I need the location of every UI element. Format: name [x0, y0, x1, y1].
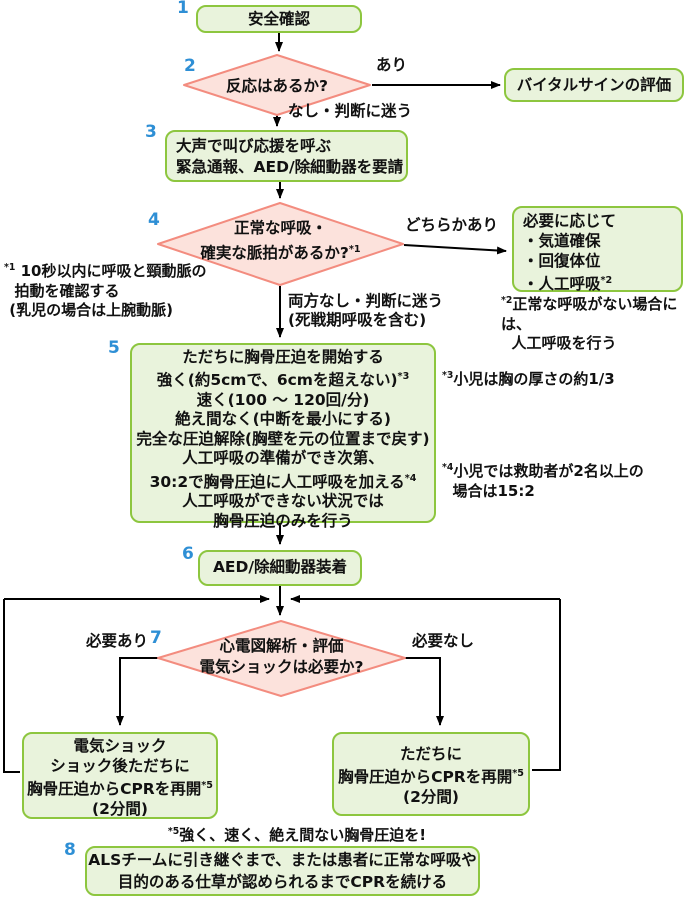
decision-shape-ecg	[157, 620, 406, 697]
step-number-2: 2	[184, 56, 196, 76]
edge-label-both-absent: 両方なし・判断に迷う(死戦期呼吸を含む)	[288, 292, 444, 329]
node-shock-resume-cpr: 電気ショックショック後ただちに胸骨圧迫からCPRを再開*5(2分間)	[22, 732, 218, 819]
footnote-5: *5強く、速く、絶え間ない胸骨圧迫を!	[167, 826, 427, 844]
line-loop-right	[532, 599, 561, 771]
node-aed-attach: AED/除細動器装着	[198, 550, 362, 586]
step-number-5: 5	[108, 338, 120, 358]
footnote-1: *1 10秒以内に呼吸と頸動脈の 拍動を確認する (乳児の場合は上腕動脈)	[4, 262, 207, 319]
decision-shape-response	[183, 54, 371, 116]
footnote-4: *4小児では救助者が2名以上の 場合は15:2	[442, 462, 644, 500]
node-call-for-help: 大声で叫び応援を呼ぶ緊急通報、AED/除細動器を要請	[165, 130, 408, 182]
decision-response-label: 反応はあるか?	[226, 77, 328, 95]
arrow-ecg-no-shock	[405, 657, 444, 726]
node-vital-signs: バイタルサインの評価	[504, 68, 684, 102]
decision-ecg-label: 心電図解析・評価電気ショックは必要か?	[199, 637, 364, 676]
step-number-7: 7	[150, 628, 162, 648]
line-loop-left	[3, 599, 20, 773]
node-airway-care: 必要に応じて・気道確保・回復体位・人工呼吸*2	[512, 206, 683, 293]
edge-label-shock-needed: 必要あり	[85, 632, 148, 650]
node-resume-cpr: ただちに胸骨圧迫からCPRを再開*5(2分間)	[332, 732, 530, 816]
edge-label-either-present: どちらかあり	[405, 216, 499, 234]
node-safety-check: 安全確認	[196, 5, 362, 33]
footnote-2: *2正常な呼吸がない場合には、 人工呼吸を行う	[501, 295, 678, 352]
decision-breathing-pulse-label: 正常な呼吸・確実な脈拍があるか?*1	[200, 219, 361, 263]
step-number-6: 6	[182, 544, 194, 564]
edge-label-shock-not-needed: 必要なし	[412, 632, 475, 650]
decision-shape-breathing-pulse	[157, 202, 404, 286]
step-number-4: 4	[148, 210, 160, 230]
arrow-breathing-either	[403, 244, 507, 255]
edge-label-yes: あり	[376, 56, 408, 74]
arrow-ecg-shock-needed	[116, 657, 158, 726]
step-number-8: 8	[64, 840, 76, 860]
step-number-3: 3	[145, 122, 157, 142]
footnote-3: *3小児は胸の厚さの約1/3	[442, 370, 615, 388]
step-number-1: 1	[177, 0, 189, 18]
node-continue-cpr: ALSチームに引き継ぐまで、または患者に正常な呼吸や目的のある仕草が認められるま…	[85, 846, 480, 896]
edge-label-no-unsure: なし・判断に迷う	[288, 102, 413, 120]
